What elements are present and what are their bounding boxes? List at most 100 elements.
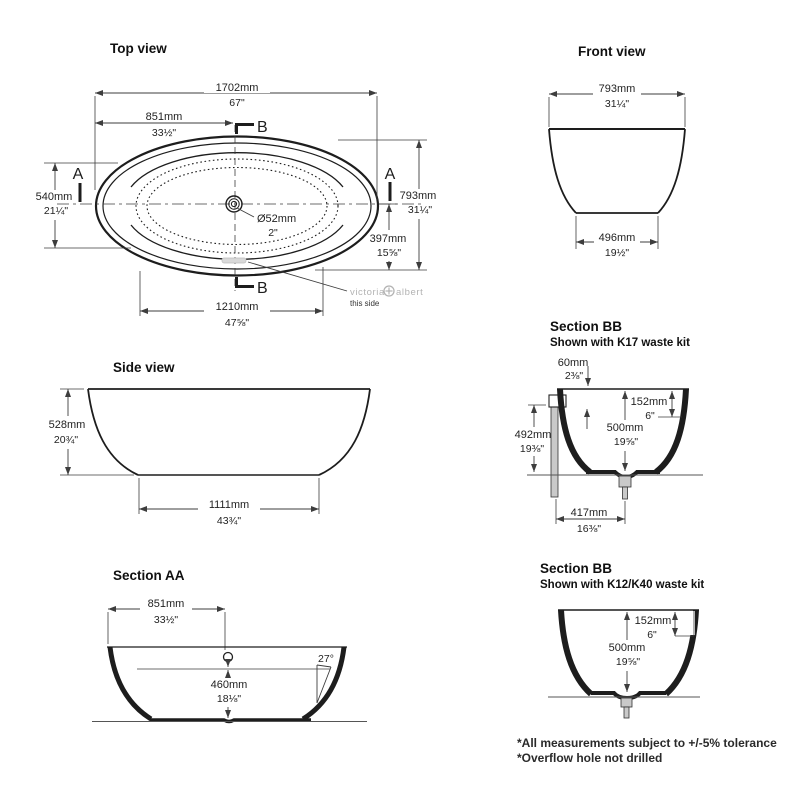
overall-dim-mm: 1702mm (216, 82, 259, 94)
waste-offset-dim-mm: 417mm (571, 507, 608, 519)
waste-offset-dim-in: 16⅜" (577, 523, 601, 535)
section-right-wall (663, 609, 699, 697)
water-depth-dim-in: 18⅛" (217, 693, 241, 705)
tub-inner-rim (102, 142, 372, 270)
depth-top-dim-in: 6" (647, 629, 657, 641)
front-base-dim-mm: 496mm (599, 232, 636, 244)
waste-fitting (620, 697, 633, 708)
offset-dim-mm: 397mm (370, 233, 407, 245)
section-left-wall (557, 388, 592, 475)
waste-fitting-tail (622, 486, 628, 500)
rim-dim-in: 2⅜" (565, 370, 584, 382)
front-right-edge (657, 128, 686, 214)
this-side-label: this side (350, 299, 380, 308)
brand-plus-icon (383, 285, 395, 297)
pipe-dim-mm: 492mm (515, 429, 552, 441)
section-letter-b-bottom: B (257, 280, 268, 297)
label-mask (204, 301, 270, 313)
section-bb-k17-panel: Section BB Shown with K17 waste kit 60mm… (515, 319, 703, 535)
section-bb-k17-title: Section BB (550, 319, 622, 334)
waste-fitting (618, 475, 632, 488)
section-bb-k12-title: Section BB (540, 561, 612, 576)
depth-top-dim-mm: 152mm (631, 396, 668, 408)
section-bb-k17-subtitle: Shown with K17 waste kit (550, 337, 690, 349)
top-view-title: Top view (110, 41, 167, 56)
drain-leader-line (236, 207, 255, 218)
pipe-dim-in: 19⅜" (520, 443, 544, 455)
section-bb-k12-subtitle: Shown with K12/K40 waste kit (540, 579, 704, 591)
inner-length-dim-in: 47⅝" (225, 317, 249, 329)
water-depth-dim-mm: 460mm (211, 679, 248, 691)
rim-dim-mm: 60mm (558, 357, 589, 369)
angle-hypotenuse (316, 666, 332, 704)
half-dim-in: 33½" (152, 127, 176, 139)
front-view-panel: Front view 793mm 31¼" 496mm 19½" (548, 44, 686, 259)
side-base-dim-in: 43¾" (217, 515, 241, 527)
front-width-dim-in: 31¼" (605, 98, 629, 110)
offset-dim-in: 15⅝" (377, 247, 401, 259)
aa-right-wall (301, 646, 347, 722)
aa-half-dim-mm: 851mm (148, 598, 185, 610)
angle-top-line (316, 664, 332, 668)
side-view-title: Side view (113, 360, 175, 375)
side-base-dim-mm: 1111mm (209, 499, 249, 511)
this-side-marker (221, 257, 247, 264)
side-view-panel: Side view 528mm 20¾" 1111mm 43¾" (49, 360, 371, 527)
half-dim-mm: 851mm (146, 111, 183, 123)
drain-outer-circle (225, 195, 243, 213)
side-height-dim-mm: 528mm (49, 419, 86, 431)
front-width-dim-mm: 793mm (599, 83, 636, 95)
drain-dim-in: 2" (268, 227, 278, 239)
section-letter-b-top: B (257, 119, 268, 136)
section-letter-a-left: A (73, 166, 84, 183)
depth-dim-in: 19⅝" (614, 436, 638, 448)
inner-bowl-bottom-arc (130, 224, 344, 260)
section-bb-k12-panel: Section BB Shown with K12/K40 waste kit … (540, 561, 704, 719)
top-view-panel: Top view Ø52mm 2" 1702mm 67" 851mm 33½" (36, 41, 437, 329)
tolerance-note: *All measurements subject to +/-5% toler… (517, 736, 777, 750)
inner-length-dim-mm: 1210mm (216, 301, 259, 313)
label-mask (564, 507, 614, 518)
footnotes: *All measurements subject to +/-5% toler… (517, 736, 777, 765)
brand-logo-victoria: victoria (350, 287, 385, 298)
depth-top-dim-mm: 152mm (635, 615, 672, 627)
label-mask (140, 598, 192, 610)
depth-dim-mm: 500mm (609, 642, 646, 654)
left-width-dim-in: 21¼" (44, 205, 68, 217)
logo-leader-line (247, 261, 348, 292)
label-mask (593, 83, 641, 95)
section-left-wall (558, 609, 594, 697)
section-aa-panel: Section AA 851mm 33½" 460mm 18⅛" 27° (92, 568, 367, 724)
section-aa-title: Section AA (113, 568, 185, 583)
depth-dim-in: 19⅝" (616, 656, 640, 668)
wall-angle-label: 27° (318, 653, 334, 665)
overflow-marker-circle (222, 651, 234, 663)
label-mask (594, 232, 640, 243)
section-right-wall (654, 388, 689, 475)
label-mask (204, 81, 270, 93)
drain-inner-circle (230, 200, 238, 208)
standpipe (550, 406, 559, 498)
front-view-title: Front view (578, 44, 646, 59)
overall-dim-in: 67" (229, 97, 245, 109)
bowl-dotted-inner (146, 166, 328, 246)
side-height-dim-in: 20¾" (54, 434, 78, 446)
overflow-notch (678, 611, 695, 635)
depth-dim-mm: 500mm (607, 422, 644, 434)
aa-half-dim-in: 33½" (154, 614, 178, 626)
overflow-note: *Overflow hole not drilled (517, 751, 662, 765)
depth-top-dim-in: 6" (645, 410, 655, 422)
tub-outer-rim (94, 135, 380, 277)
waste-fitting-tail (623, 706, 630, 719)
front-base-dim-in: 19½" (605, 247, 629, 259)
inner-bowl-top-arc (130, 152, 344, 188)
bowl-dotted-outer (135, 158, 339, 254)
width-dim-in: 31¼" (408, 204, 432, 216)
label-mask (198, 499, 260, 511)
label-mask (138, 110, 192, 121)
front-left-edge (548, 128, 577, 214)
side-left-edge (87, 388, 139, 476)
width-dim-mm: 793mm (400, 190, 437, 202)
